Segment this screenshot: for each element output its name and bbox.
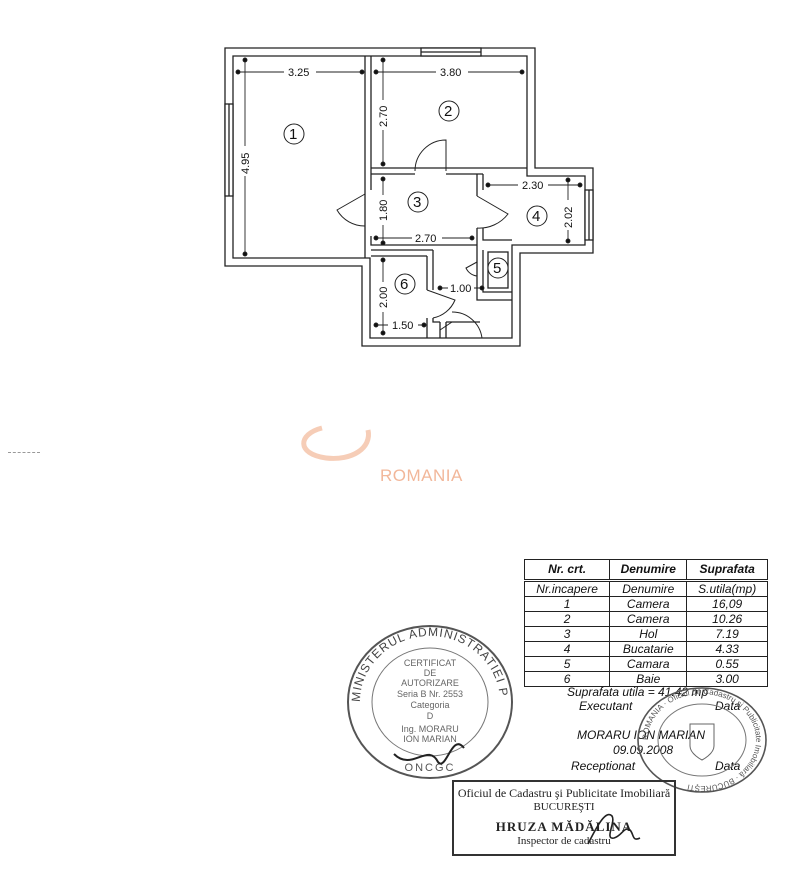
dim-2-00: 2.00	[378, 287, 390, 308]
cell-denumire: Bucatarie	[609, 641, 688, 657]
header-nr: Nr. crt.	[523, 559, 611, 582]
ocpi-seal: ROMANIA · Oficiul de Cadastru și Publici…	[637, 687, 767, 793]
table-row: 6 Baie 3.00	[523, 671, 768, 687]
header-denumire: Denumire	[609, 559, 688, 582]
seal-line: ION MARIAN	[403, 734, 457, 744]
room-1-label: 1	[289, 126, 297, 143]
dim-2-30: 2.30	[522, 180, 543, 192]
cell-denumire: Camera	[609, 596, 688, 612]
authorization-seal: MINISTERUL ADMINISTRATIEI PUBLICE CERTIF…	[342, 622, 513, 779]
table-row: 3 Hol 7.19	[523, 626, 768, 642]
executant-name: MORARU ION MARIAN	[577, 728, 706, 742]
seal-line: AUTORIZARE	[401, 678, 459, 688]
seal-line: D	[427, 711, 434, 721]
svg-text:ROMANIA · Oficiul de Cadastru: ROMANIA · Oficiul de Cadastru și Publici…	[641, 687, 763, 793]
cell-suprafata: 7.19	[686, 626, 768, 642]
seal-line: CERTIFICAT	[404, 658, 457, 668]
watermark-swoosh	[301, 425, 371, 461]
table-row: 2 Camera 10.26	[523, 611, 768, 627]
seal-line: Ing. MORARU	[401, 724, 459, 734]
table-row: 1 Camera 16,09	[523, 596, 768, 612]
executant-date: 09.09.2008	[613, 743, 674, 757]
cell-nr: 2	[523, 611, 611, 627]
cell-denumire: Camera	[609, 611, 688, 627]
inspector-signature	[587, 813, 641, 845]
subheader-suprafata: S.utila(mp)	[686, 580, 768, 597]
header-suprafata: Suprafata	[686, 559, 768, 582]
dim-3-25: 3.25	[288, 67, 309, 79]
dim-2-70-horizontal: 2.70	[415, 233, 436, 245]
rooms-table: Nr. crt. Denumire Suprafata Nr.incapere …	[523, 559, 768, 687]
receptionat-date-label: Data	[715, 759, 741, 773]
dim-3-80: 3.80	[440, 67, 461, 79]
stamp-inspector-name: HRUZA MĂDĂLINA	[495, 819, 633, 834]
dim-4-95: 4.95	[240, 153, 252, 174]
dim-1-00: 1.00	[450, 283, 471, 295]
receptionat-label: Receptionat	[571, 759, 636, 773]
cell-denumire: Camara	[609, 656, 688, 672]
cell-denumire: Baie	[609, 671, 688, 687]
cell-suprafata: 0.55	[686, 656, 768, 672]
table-header-row: Nr. crt. Denumire Suprafata	[523, 559, 768, 582]
seal-line: Categoria	[410, 700, 449, 710]
seal2-ring-text: ROMANIA · Oficiul de Cadastru și Publici…	[641, 687, 763, 793]
stamp-inspector-title: Inspector de cadastru	[517, 835, 611, 847]
subheader-nr: Nr.incapere	[523, 580, 611, 597]
dim-1-50: 1.50	[392, 320, 413, 332]
stamp-office: Oficiul de Cadastru şi Publicitate Imobi…	[457, 786, 671, 800]
seal-bottom-text: ONCGC	[405, 762, 456, 774]
cell-nr: 4	[523, 641, 611, 657]
seal-line: DE	[424, 668, 437, 678]
stray-mark	[8, 452, 40, 454]
cadastre-inspector-stamp: Oficiul de Cadastru şi Publicitate Imobi…	[452, 780, 676, 856]
cell-suprafata: 16,09	[686, 596, 768, 612]
table-row: 4 Bucatarie 4.33	[523, 641, 768, 657]
stamp-city: BUCUREŞTI	[533, 801, 595, 813]
cell-nr: 1	[523, 596, 611, 612]
room-4-label: 4	[532, 208, 540, 225]
floor-plan: 3.25 3.80 4.95 2.70 1.80 2.30 2.02 2.70 …	[224, 47, 594, 347]
dim-1-80: 1.80	[378, 200, 390, 221]
dim-2-70-vertical: 2.70	[378, 106, 390, 127]
total-surface: Suprafata utila = 41.42 mp	[567, 685, 709, 699]
room-2-label: 2	[444, 103, 452, 120]
room-3-label: 3	[413, 194, 421, 211]
room-5-label: 5	[493, 260, 501, 277]
dim-2-02: 2.02	[563, 207, 575, 228]
cell-suprafata: 10.26	[686, 611, 768, 627]
room-6-label: 6	[400, 276, 408, 293]
cell-denumire: Hol	[609, 626, 688, 642]
executant-date-label: Data	[715, 699, 741, 713]
cell-nr: 5	[523, 656, 611, 672]
cell-suprafata: 3.00	[686, 671, 768, 687]
executant-label: Executant	[579, 699, 633, 713]
table-subheader-row: Nr.incapere Denumire S.utila(mp)	[523, 580, 768, 597]
subheader-denumire: Denumire	[609, 580, 688, 597]
cell-suprafata: 4.33	[686, 641, 768, 657]
table-row: 5 Camara 0.55	[523, 656, 768, 672]
watermark-text: ROMANIA	[380, 466, 463, 485]
seal-line: Seria B Nr. 2553	[397, 689, 463, 699]
cell-nr: 3	[523, 626, 611, 642]
